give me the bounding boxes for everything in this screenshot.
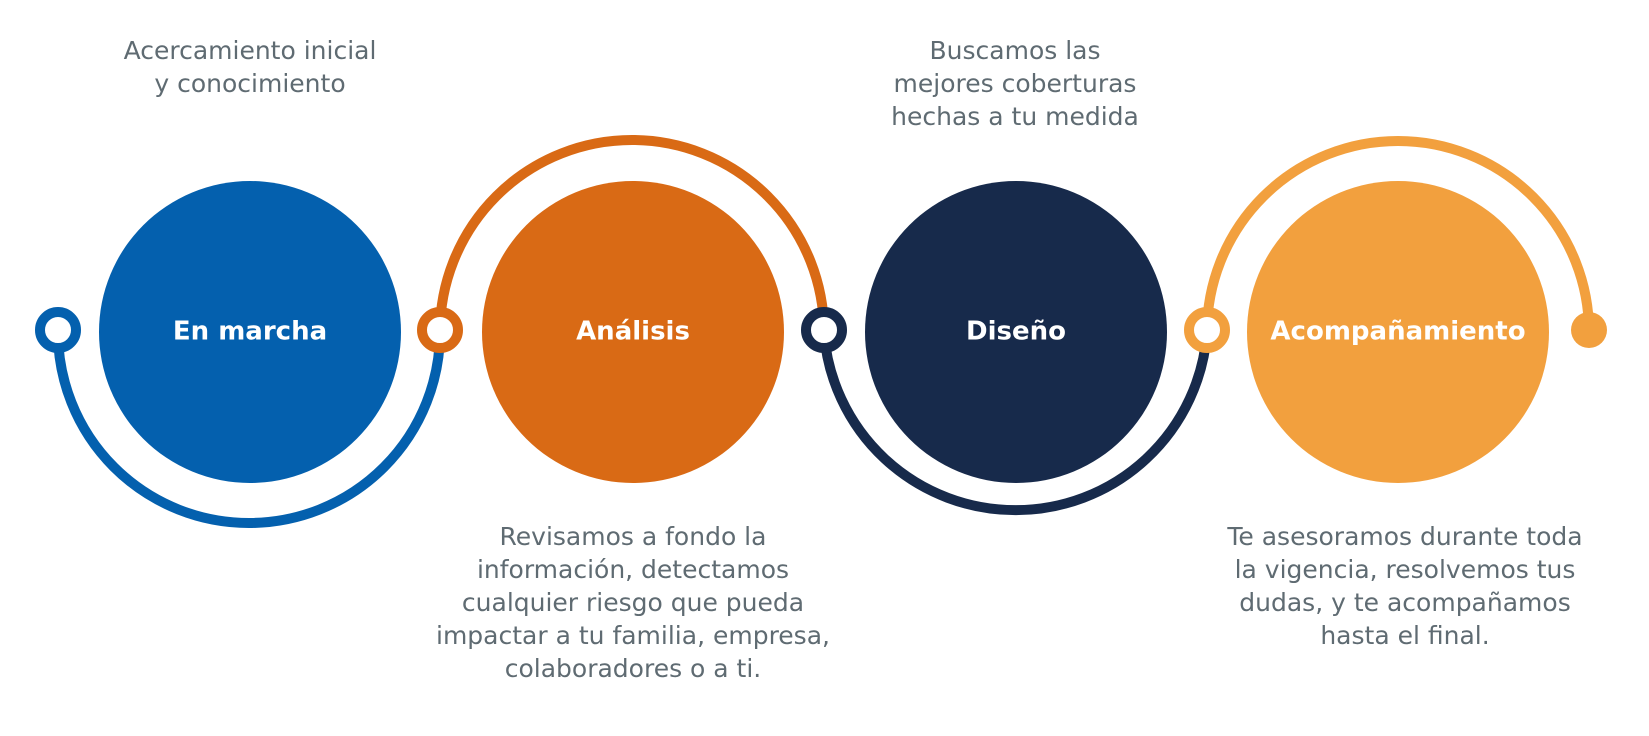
step-description-2: Revisamos a fondo la información, detect… [436,522,830,683]
arc-step-3 [819,331,1212,516]
node-1-2 [417,307,463,353]
step-title-1: En marcha [173,317,327,347]
node-start [35,307,81,353]
step-title-4: Acompañamiento [1270,317,1525,347]
step-title-2: Análisis [576,317,690,347]
step-description-1: Acercamiento inicial y conocimiento [123,36,377,98]
node-end [1571,312,1607,348]
arc-step-1 [53,331,445,528]
step-description-3: Buscamos las mejores coberturas hechas a… [891,36,1139,131]
arc-step-2 [435,135,829,333]
step-description-4: Te asesoramos durante toda la vigencia, … [1227,522,1583,650]
step-title-3: Diseño [966,317,1066,347]
step-circle-2 [482,181,784,483]
step-circle-4 [1247,181,1549,483]
step-circle-3 [865,181,1167,483]
node-2-3 [801,307,847,353]
arc-step-4 [1202,136,1594,333]
step-circle-1 [99,181,401,483]
node-3-4 [1184,307,1230,353]
